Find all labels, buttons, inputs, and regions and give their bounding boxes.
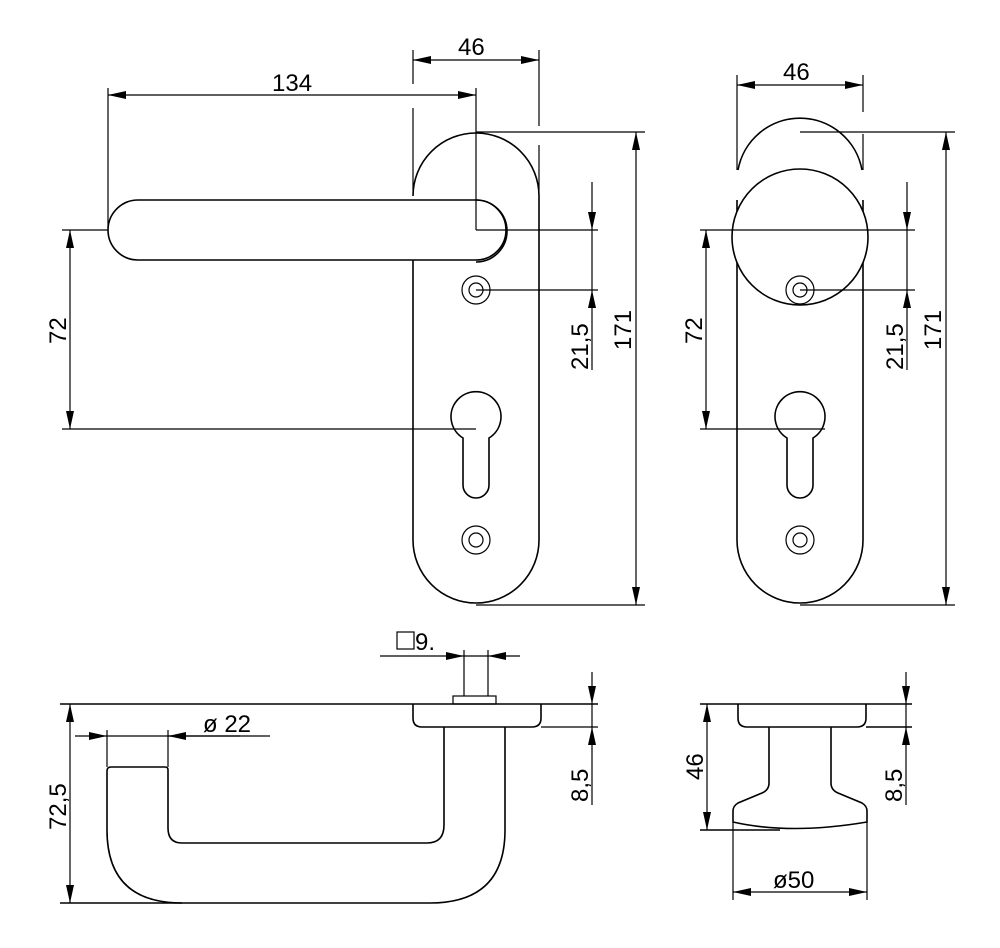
dim-lever-diameter: ø 22	[203, 711, 251, 738]
knob-side-view: 46 8,5 ø50	[682, 672, 912, 900]
dim-knob-plate-width: 46	[783, 59, 810, 86]
dim-knob-to-screw: 21,5	[882, 323, 909, 370]
dim-knob-rose-thickness: 8,5	[881, 769, 908, 802]
lever-handle	[107, 199, 507, 261]
lever-backplate	[412, 132, 540, 604]
dim-plate-width: 46	[458, 34, 485, 61]
dim-lever-length: 134	[272, 70, 312, 97]
knob-rose	[737, 704, 867, 728]
dim-knob-diameter: ø50	[773, 867, 814, 894]
dim-lever-to-screw: 21,5	[567, 323, 594, 370]
dim-lever-projection: 72,5	[45, 783, 72, 830]
knob-front-view: 46 72 21,5 171	[681, 59, 955, 606]
knob-backplate	[736, 200, 864, 604]
spindle	[452, 695, 497, 705]
dim-spindle-square: 9.	[415, 629, 435, 656]
dim-lever-rose-thickness: 8,5	[567, 769, 594, 802]
lever-side-profile	[106, 727, 506, 904]
screw-bottom-icon	[461, 525, 491, 555]
cylinder-keyhole-icon	[450, 390, 502, 499]
dim-knob-plate-height: 171	[920, 310, 947, 350]
cylinder-keyhole-icon	[774, 390, 826, 499]
lever-front-view: 134 46 72 21,5 171	[45, 34, 645, 606]
lever-side-view: 9. ø 22 72,5 8,5	[45, 629, 598, 904]
dim-knob-projection: 46	[682, 753, 709, 780]
screw-bottom-icon	[785, 525, 815, 555]
dim-lever-to-cylinder: 72	[45, 317, 72, 344]
knob-side-profile	[732, 727, 868, 830]
dim-knob-to-cylinder: 72	[681, 317, 708, 344]
lever-rose	[412, 704, 542, 728]
knob	[731, 168, 869, 306]
dim-plate-height: 171	[610, 310, 637, 350]
